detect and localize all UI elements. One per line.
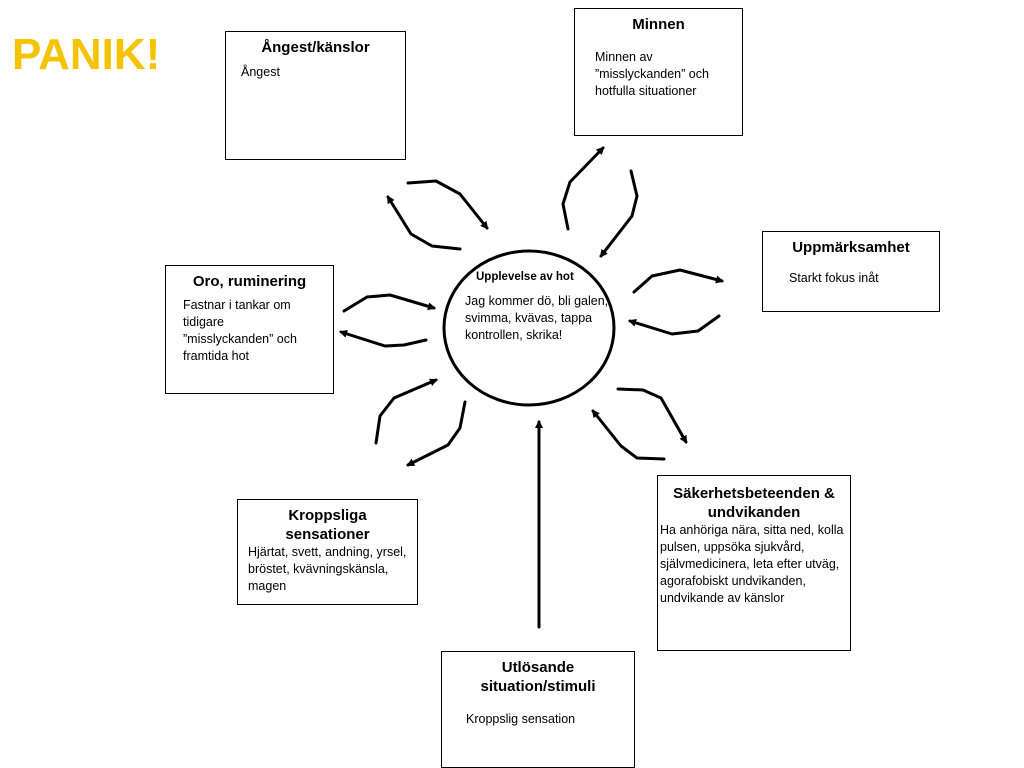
box-minnen: Minnen Minnen av ”misslyckanden” och hot… <box>574 8 743 136</box>
box-sakerhet-heading: Säkerhetsbeteenden & undvikanden <box>673 485 835 521</box>
box-angest-text: Ångest <box>241 65 280 79</box>
box-uppmarksamhet-heading: Uppmärksamhet <box>792 239 910 256</box>
arrow-to-angest <box>386 195 462 251</box>
page-title: PANIK! <box>12 30 161 79</box>
box-minnen-text: Minnen av ”misslyckanden” och hotfulla s… <box>595 50 709 98</box>
arrow-to-oro <box>339 330 428 348</box>
arrow-to-center-from-minnen <box>599 169 639 258</box>
center-heading: Upplevelse av hot <box>476 271 574 283</box>
box-utlosande-text: Kroppslig sensation <box>466 712 576 726</box>
arrow-to-center-from-angest <box>406 179 489 230</box>
box-utlosande: Utlösande situation/stimuli Kroppslig se… <box>441 651 635 768</box>
box-angest: Ångest/känslor Ångest <box>225 31 406 160</box>
box-oro-text: Fastnar i tankar om tidigare ”misslyckan… <box>183 298 297 363</box>
arrow-to-minnen <box>561 146 605 231</box>
arrow-to-kropp <box>406 400 467 467</box>
box-utlosande-heading: Utlösande situation/stimuli <box>480 659 596 695</box>
box-sakerhet: Säkerhetsbeteenden & undvikanden Ha anhö… <box>657 475 851 651</box>
threat-circle <box>442 249 616 407</box>
arrow-to-uppmarksamhet <box>632 268 724 294</box>
arrow-to-center-from-uppmarksamhet <box>628 314 721 336</box>
box-angest-heading: Ångest/känslor <box>261 39 370 56</box>
arrow-to-center-from-sakerhet <box>591 409 666 461</box>
arrow-to-center-from-oro <box>342 293 436 313</box>
box-uppmarksamhet-text: Starkt fokus inåt <box>789 271 879 285</box>
box-uppmarksamhet: Uppmärksamhet Starkt fokus inåt <box>762 231 940 312</box>
box-minnen-heading: Minnen <box>632 16 685 33</box>
box-kropp: Kroppsliga sensationer Hjärtat, svett, a… <box>237 499 418 605</box>
arrow-to-sakerhet <box>616 387 688 444</box>
box-kropp-heading: Kroppsliga sensationer <box>285 507 370 543</box>
box-kropp-text: Hjärtat, svett, andning, yrsel, bröstet,… <box>248 545 407 593</box>
box-oro: Oro, ruminering Fastnar i tankar om tidi… <box>165 265 334 394</box>
arrow-to-center-from-kropp <box>374 378 438 445</box>
box-sakerhet-text: Ha anhöriga nära, sitta ned, kolla pulse… <box>660 523 844 605</box>
center-text: Jag kommer dö, bli galen, svimma, kvävas… <box>465 294 609 342</box>
box-oro-heading: Oro, ruminering <box>192 273 307 290</box>
